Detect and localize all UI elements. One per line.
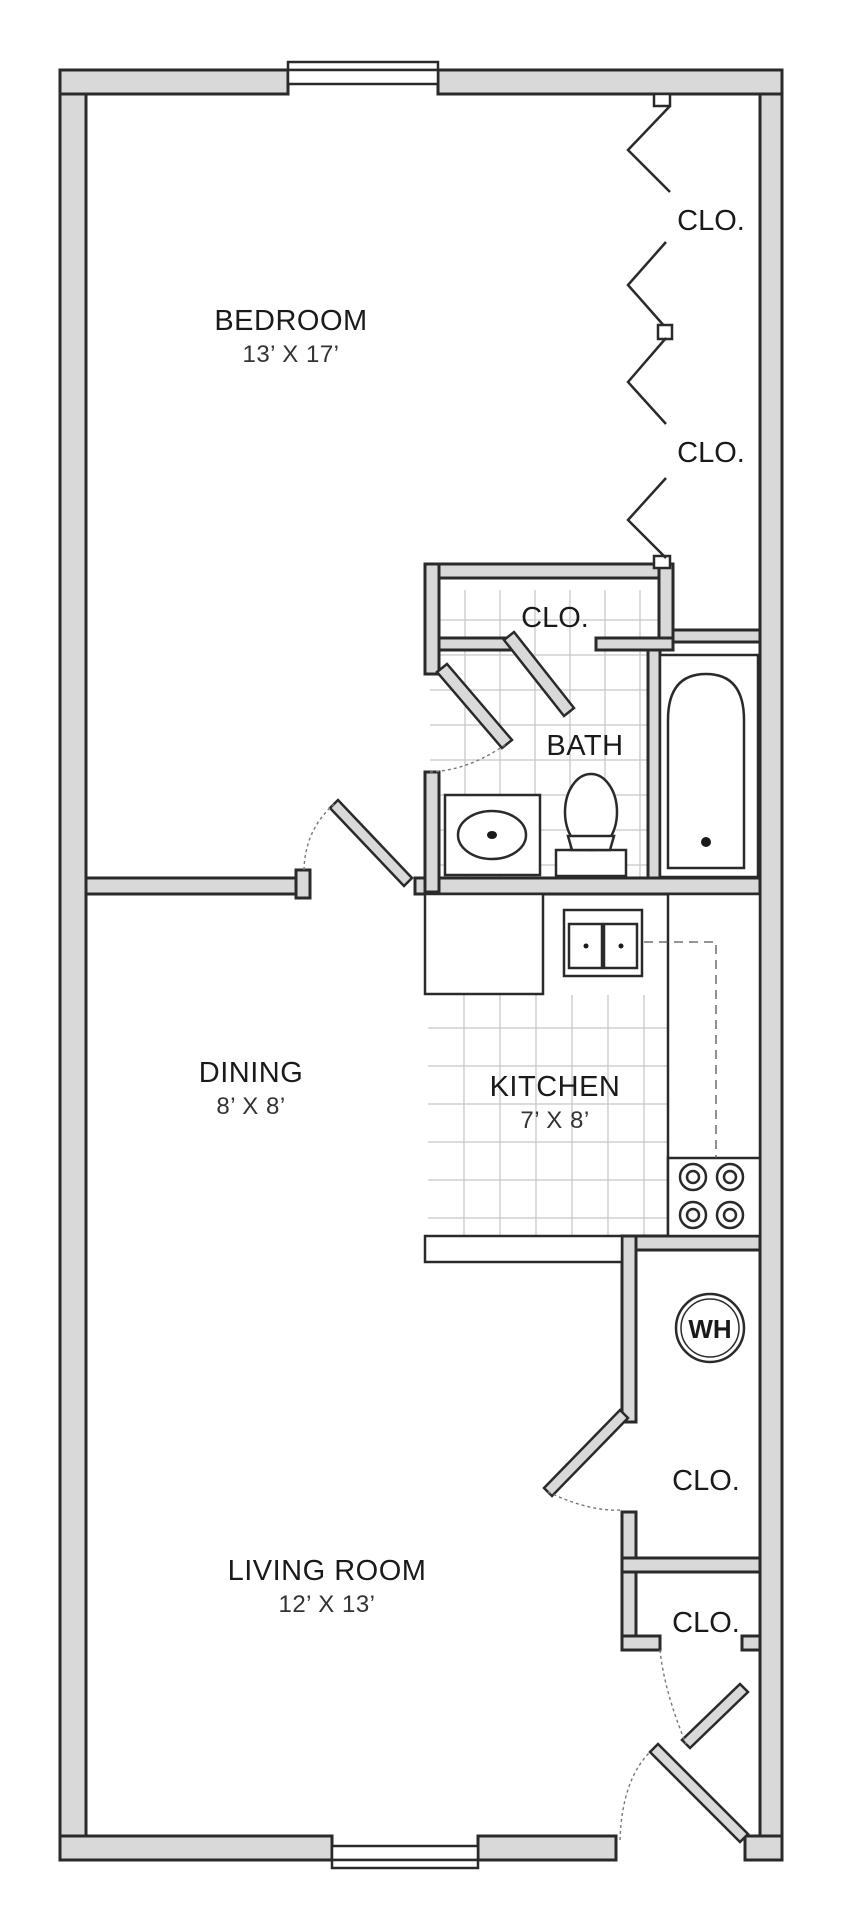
living-room-name: LIVING ROOM (228, 1555, 427, 1587)
kitchen-counter (423, 892, 762, 1264)
interior-walls (84, 92, 762, 1652)
dining-label: DINING 8’ X 8’ (199, 1057, 304, 1120)
kitchen-name: KITCHEN (490, 1071, 621, 1103)
bedroom-closet-doors (626, 105, 674, 559)
toilet (554, 772, 628, 878)
closet-label-entry: CLO. (672, 1607, 740, 1639)
lower-closet-door (659, 1649, 750, 1750)
bath-name: BATH (546, 730, 623, 762)
bedroom-dims: 13’ X 17’ (242, 341, 339, 368)
bath-closet-doors (429, 630, 576, 773)
water-heater: WH (674, 1292, 746, 1364)
kitchen-tile-floor (428, 995, 668, 1235)
top-window (286, 60, 440, 86)
vanity-sink (443, 793, 542, 877)
dining-name: DINING (199, 1057, 304, 1089)
bedroom-door (303, 798, 414, 888)
wh-closet-door (542, 1408, 630, 1511)
kitchen-label: KITCHEN 7’ X 8’ (490, 1071, 621, 1134)
dining-dims: 8’ X 8’ (216, 1093, 285, 1120)
kitchen-dims: 7’ X 8’ (520, 1107, 589, 1134)
living-room-label: LIVING ROOM 12’ X 13’ (228, 1555, 427, 1618)
closet-label-bath: CLO. (521, 602, 589, 634)
exterior-walls (58, 68, 784, 1862)
bottom-window (330, 1844, 480, 1870)
closet-label-bedroom-2: CLO. (677, 437, 745, 469)
bedroom-label: BEDROOM 13’ X 17’ (214, 305, 367, 368)
closet-label-bedroom-1: CLO. (677, 205, 745, 237)
appliance-clearance-line (644, 941, 717, 1158)
double-sink (562, 908, 644, 978)
water-heater-label: WH (688, 1314, 731, 1344)
stove (666, 1156, 762, 1238)
bathtub (658, 653, 760, 879)
entry-door (619, 1742, 750, 1844)
living-room-dims: 12’ X 13’ (278, 1591, 375, 1618)
closet-label-wh: CLO. (672, 1465, 740, 1497)
bedroom-name: BEDROOM (214, 305, 367, 337)
